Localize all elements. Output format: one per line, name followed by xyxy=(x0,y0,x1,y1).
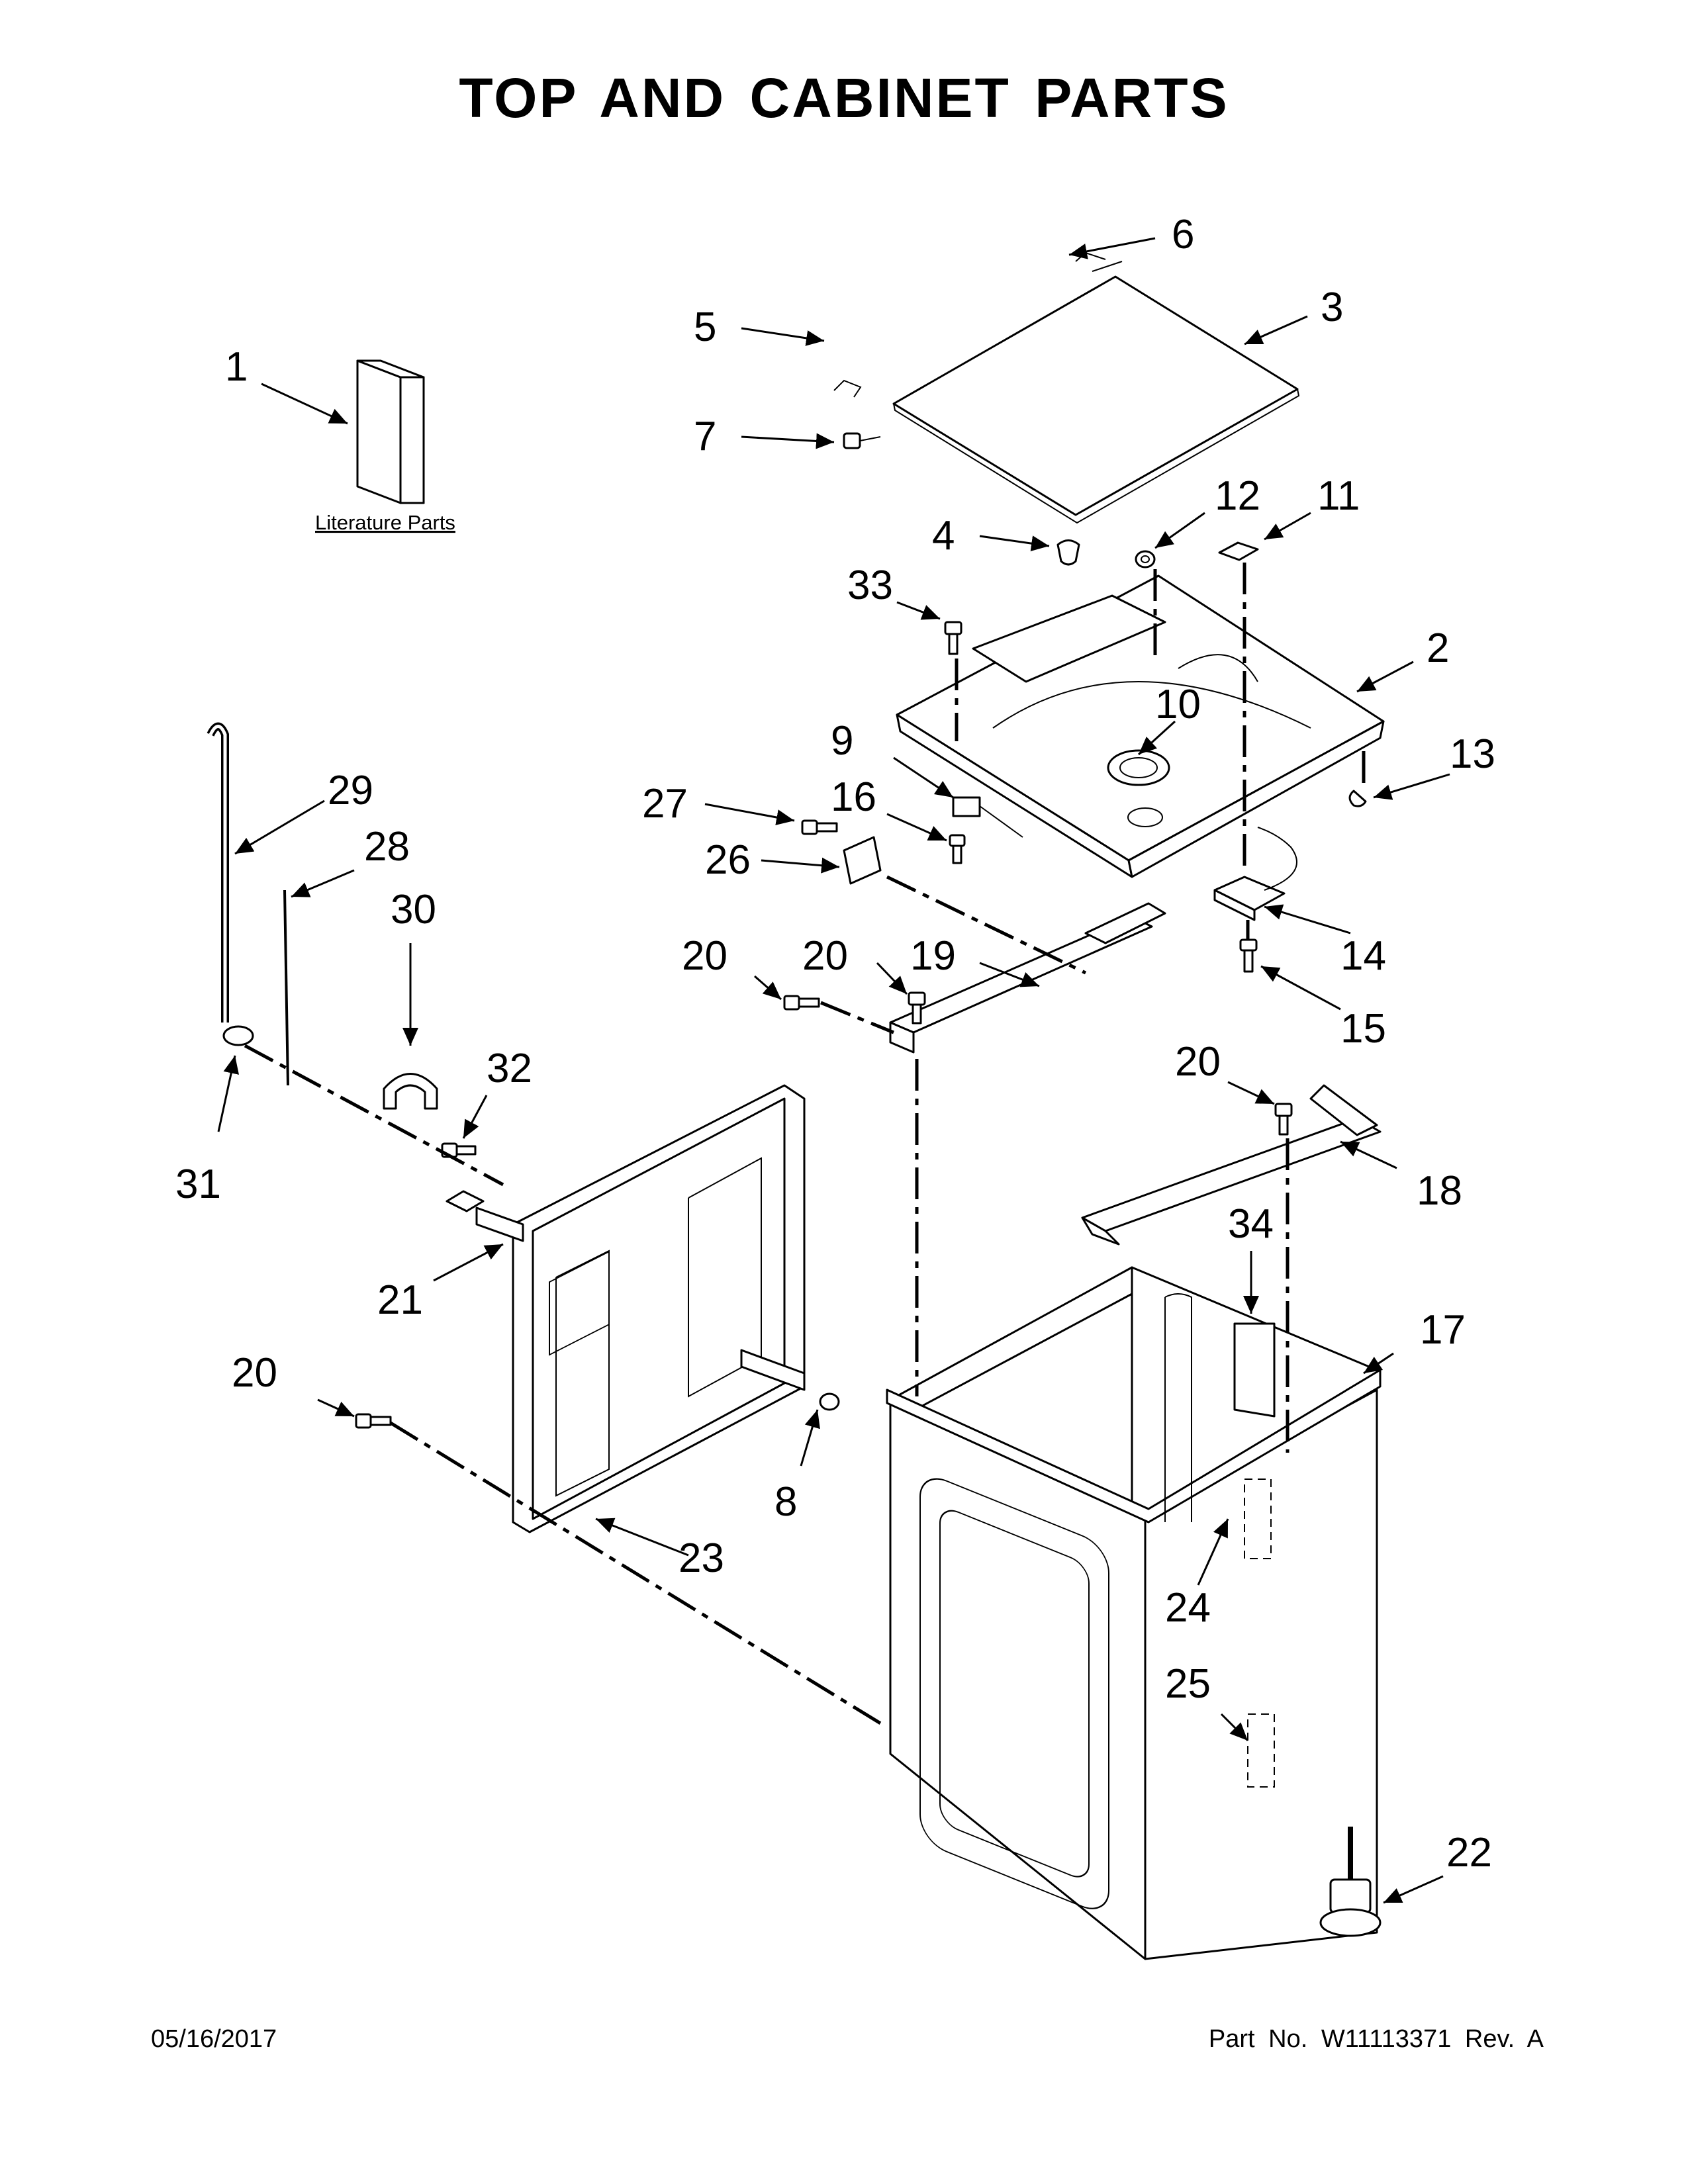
drain-hose-guide xyxy=(383,1073,438,1110)
callout-7: 7 xyxy=(694,414,716,459)
cabinet xyxy=(886,1266,1382,1960)
cable-tie xyxy=(283,889,289,1086)
footer-date: 05/16/2017 xyxy=(151,2025,277,2053)
callout-16: 16 xyxy=(831,774,876,820)
callout-29: 29 xyxy=(328,768,373,813)
callout-33: 33 xyxy=(847,563,893,608)
lid-switch xyxy=(1213,827,1297,921)
callout-10: 10 xyxy=(1155,682,1201,727)
rear-panel xyxy=(512,1084,806,1533)
callout-19: 19 xyxy=(910,933,956,979)
callout-5: 5 xyxy=(694,304,716,350)
callout-4: 4 xyxy=(932,513,955,559)
callout-30: 30 xyxy=(391,887,436,933)
lid-hinge xyxy=(833,379,862,398)
serial-label-outline xyxy=(1244,1479,1272,1559)
lid-switch-screw xyxy=(1239,938,1258,973)
footer-part-number: Part No. W11113371 Rev. A xyxy=(1208,2025,1544,2053)
lid-lock-bracket xyxy=(949,796,1023,864)
callout-12: 12 xyxy=(1215,473,1260,519)
callout-1: 1 xyxy=(225,344,248,390)
drain-hose xyxy=(207,722,254,1046)
callout-20-brace-left: 20 xyxy=(682,933,727,979)
rear-brace xyxy=(1081,1084,1382,1246)
grommet xyxy=(1135,550,1156,569)
callout-13: 13 xyxy=(1450,731,1495,777)
callout-32: 32 xyxy=(487,1046,532,1091)
callout-18: 18 xyxy=(1417,1168,1462,1214)
callout-17: 17 xyxy=(1420,1307,1466,1353)
assembly-guide-lines xyxy=(244,563,1366,1729)
callout-28: 28 xyxy=(364,824,410,870)
lid-switch-cover xyxy=(1218,541,1259,561)
brace-screw-left xyxy=(783,995,820,1011)
callout-22: 22 xyxy=(1446,1830,1492,1876)
literature-parts-label: Literature Parts xyxy=(315,511,455,534)
callout-2: 2 xyxy=(1427,625,1449,671)
brace-screw-right xyxy=(908,991,926,1024)
top-panel-screw xyxy=(944,621,962,655)
callout-11: 11 xyxy=(1317,473,1360,519)
callout-15: 15 xyxy=(1340,1006,1386,1052)
callout-24: 24 xyxy=(1165,1585,1211,1631)
lid-bumper xyxy=(1056,539,1080,566)
rating-label-outline xyxy=(1247,1713,1275,1788)
hinge-bracket xyxy=(843,836,882,885)
literature-booklet xyxy=(356,359,425,504)
drain-hose-connector xyxy=(445,1190,524,1242)
callout-20-rear-brace: 20 xyxy=(1175,1039,1221,1085)
leveling-leg xyxy=(1319,1827,1382,1937)
cabinet-screw xyxy=(355,1413,392,1429)
callout-21: 21 xyxy=(377,1277,423,1323)
callout-34: 34 xyxy=(1228,1201,1274,1247)
inlet-hose-coupling xyxy=(740,1349,840,1411)
callout-26: 26 xyxy=(705,837,751,883)
leader-arrows xyxy=(217,237,1450,1904)
page-title: TOP AND CABINET PARTS xyxy=(459,67,1229,129)
wire-clip xyxy=(1348,790,1367,807)
top-panel xyxy=(896,574,1385,878)
callout-14: 14 xyxy=(1340,933,1386,979)
callout-27: 27 xyxy=(642,781,688,827)
callout-3: 3 xyxy=(1321,285,1343,330)
rear-brace-screw xyxy=(1274,1103,1293,1136)
callout-9: 9 xyxy=(831,718,853,764)
callout-20-brace-right: 20 xyxy=(802,933,848,979)
callout-31: 31 xyxy=(175,1161,221,1207)
lid-screw xyxy=(843,432,881,449)
callout-25: 25 xyxy=(1165,1661,1211,1707)
wiring-diagram-label xyxy=(1233,1322,1276,1418)
callout-6: 6 xyxy=(1172,212,1194,257)
callout-23: 23 xyxy=(679,1535,724,1581)
top-lid xyxy=(892,261,1300,524)
lid-hinge-clip xyxy=(1075,251,1106,262)
callout-8: 8 xyxy=(774,1479,797,1525)
callout-20-cabinet: 20 xyxy=(232,1350,277,1396)
bracket-screw xyxy=(801,819,838,835)
